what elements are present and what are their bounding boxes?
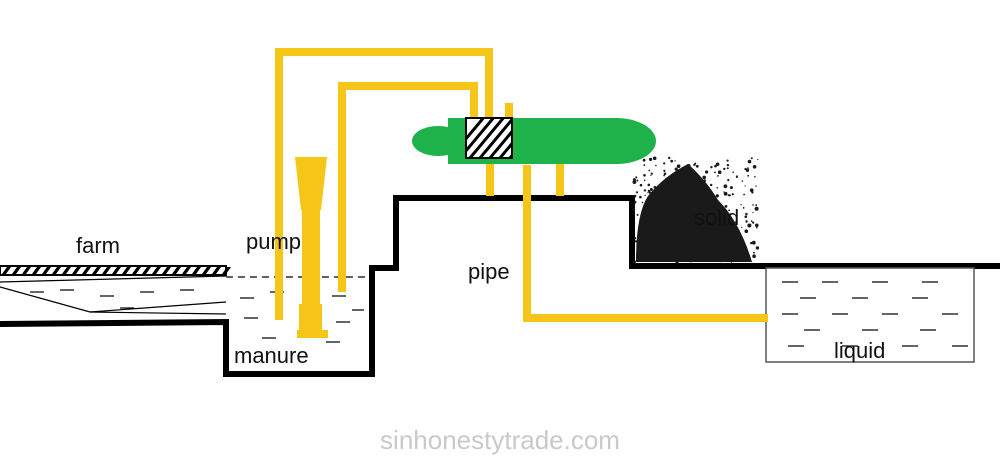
inlet-pipe-inner — [338, 82, 478, 292]
solid-pile — [632, 156, 760, 264]
farm-floor — [0, 265, 231, 276]
label-solid: solid — [694, 205, 739, 230]
label-liquid: liquid — [834, 338, 885, 363]
liquid-outlet-pipe — [523, 165, 768, 322]
pipe-system — [275, 48, 768, 322]
label-pipe: pipe — [468, 259, 510, 284]
label-pump: pump — [246, 229, 301, 254]
watermark: sinhonestytrade.com — [380, 425, 620, 455]
liquid-tank — [765, 267, 975, 363]
farm-slurry — [0, 275, 227, 315]
inlet-pipe-outer — [275, 48, 493, 320]
label-manure: manure — [234, 343, 309, 368]
screw-separator — [412, 117, 656, 164]
ground-outline — [0, 195, 1000, 377]
manure-pit-liquid — [226, 276, 372, 343]
submersible-pump — [295, 157, 328, 338]
label-farm: farm — [76, 233, 120, 258]
